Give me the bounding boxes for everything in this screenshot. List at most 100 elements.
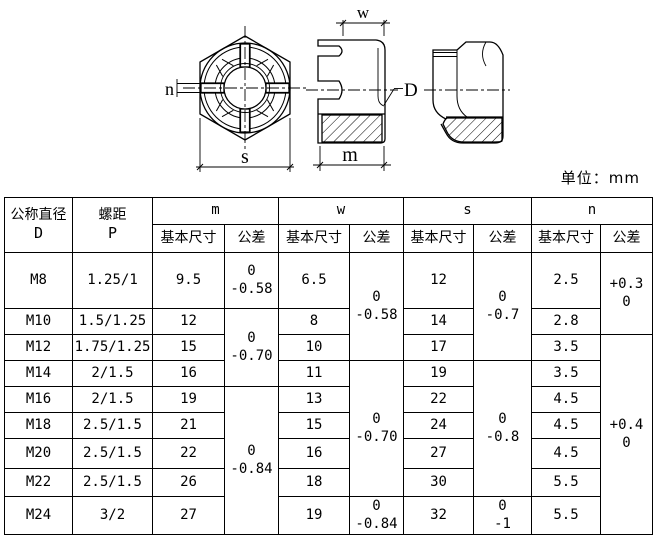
cell-diameter: M16 [4, 386, 73, 413]
cell-pitch: 2/1.5 [72, 386, 153, 413]
front-view: n s [165, 26, 307, 172]
cell-w-basic: 16 [278, 438, 350, 469]
header-group-m: m [152, 197, 279, 225]
header-m-basic: 基本尺寸 [152, 224, 225, 253]
cell-s-basic: 14 [403, 308, 474, 335]
cell-s-tolerance: 0 -0.8 [473, 360, 532, 497]
cell-pitch: 2/1.5 [72, 360, 153, 387]
header-pitch-title: 螺距 [98, 206, 127, 223]
header-w-tolerance: 公差 [349, 224, 404, 253]
cell-w-tolerance: 0 -0.58 [349, 252, 404, 361]
unit-label: 单位：mm [560, 169, 640, 187]
dimension-m: m [313, 144, 391, 171]
cell-n-basic: 4.5 [531, 412, 601, 439]
cell-n-tolerance: +0.4 0 [600, 334, 653, 535]
dim-label-s: s [241, 146, 249, 168]
header-w-basic: 基本尺寸 [278, 224, 350, 253]
cell-w-basic: 8 [278, 308, 350, 335]
cell-w-basic: 13 [278, 386, 350, 413]
cell-s-tolerance: 0 -1 [473, 496, 532, 535]
section-view: w D m [306, 3, 418, 171]
cell-pitch: 2.5/1.5 [72, 438, 153, 469]
cell-s-basic: 32 [403, 496, 474, 535]
cell-m-basic: 15 [152, 334, 225, 361]
cell-w-basic: 10 [278, 334, 350, 361]
cell-diameter: M18 [4, 412, 73, 439]
cell-m-basic: 12 [152, 308, 225, 335]
cell-m-basic: 27 [152, 496, 225, 535]
cell-n-basic: 3.5 [531, 334, 601, 361]
thread-hatch [442, 117, 503, 143]
dimension-n: n [165, 79, 200, 99]
cell-n-basic: 4.5 [531, 386, 601, 413]
cell-s-basic: 22 [403, 386, 474, 413]
cell-diameter: M12 [4, 334, 73, 361]
cell-w-tolerance: 0 -0.70 [349, 360, 404, 497]
technical-drawing: n s [165, 3, 510, 172]
header-diameter-title: 公称直径 [10, 206, 67, 223]
cell-s-tolerance: 0 -0.7 [473, 252, 532, 361]
cell-m-basic: 16 [152, 360, 225, 387]
header-pitch-symbol: P [107, 224, 118, 243]
header-pitch: 螺距 P [72, 197, 153, 253]
cell-s-basic: 27 [403, 438, 474, 469]
cell-pitch: 3/2 [72, 496, 153, 535]
cell-m-tolerance: 0 -0.84 [224, 386, 279, 535]
table-row: M14 2/1.5 16 11 0 -0.70 19 0 -0.8 3.5 [4, 360, 653, 497]
table-row: M20 2.5/1.5 22 16 27 4.5 [4, 438, 653, 469]
cell-diameter: M24 [4, 496, 73, 535]
table-row: M8 1.25/1 9.5 0 -0.58 6.5 0 -0.58 12 0 -… [4, 252, 653, 361]
cell-s-basic: 17 [403, 334, 474, 361]
cell-m-basic: 21 [152, 412, 225, 439]
cell-n-basic: 3.5 [531, 360, 601, 387]
dim-label-n: n [165, 79, 174, 99]
table-row: M10 1.5/1.25 12 0 -0.70 8 14 2.8 [4, 308, 653, 387]
cell-n-basic: 4.5 [531, 438, 601, 469]
header-diameter: 公称直径 D [4, 197, 73, 253]
cell-n-basic: 2.5 [531, 252, 601, 309]
cell-w-basic: 6.5 [278, 252, 350, 309]
header-s-tolerance: 公差 [473, 224, 532, 253]
cell-diameter: M8 [4, 252, 73, 309]
table-row: M12 1.75/1.25 15 10 17 3.5 +0.4 0 [4, 334, 653, 535]
table-row: M22 2.5/1.5 26 18 30 5.5 [4, 468, 653, 497]
table-row: M16 2/1.5 19 0 -0.84 13 22 4.5 [4, 386, 653, 535]
header-group-w: w [278, 197, 404, 225]
cell-diameter: M10 [4, 308, 73, 335]
header-m-tolerance: 公差 [224, 224, 279, 253]
cell-pitch: 2.5/1.5 [72, 412, 153, 439]
cell-n-tolerance: +0.3 0 [600, 252, 653, 335]
table-row: M18 2.5/1.5 21 15 24 4.5 [4, 412, 653, 439]
cell-n-basic: 5.5 [531, 496, 601, 535]
header-n-tolerance: 公差 [600, 224, 653, 253]
header-s-basic: 基本尺寸 [403, 224, 474, 253]
spec-table: 公称直径 D 螺距 P m w s n 基本尺寸 公差 基本尺寸 公差 基本尺寸… [4, 197, 653, 535]
header-diameter-symbol: D [33, 224, 44, 243]
cell-pitch: 1.25/1 [72, 252, 153, 309]
cell-pitch: 1.5/1.25 [72, 308, 153, 335]
cell-n-basic: 2.8 [531, 308, 601, 335]
header-group-s: s [403, 197, 532, 225]
cell-diameter: M20 [4, 438, 73, 469]
side-view [424, 41, 510, 144]
header-group-n: n [531, 197, 653, 225]
header-n-basic: 基本尺寸 [531, 224, 601, 253]
cell-s-basic: 30 [403, 468, 474, 497]
dimension-s: s [196, 118, 294, 172]
cell-w-basic: 15 [278, 412, 350, 439]
cell-s-basic: 19 [403, 360, 474, 387]
table-row: M24 3/2 27 19 0 -0.84 32 0 -1 5.5 [4, 496, 653, 535]
cell-m-basic: 9.5 [152, 252, 225, 309]
dim-label-w: w [357, 3, 370, 22]
cell-m-tolerance: 0 -0.58 [224, 252, 279, 309]
cell-w-basic: 18 [278, 468, 350, 497]
cell-pitch: 2.5/1.5 [72, 468, 153, 497]
cell-n-basic: 5.5 [531, 468, 601, 497]
cell-m-basic: 26 [152, 468, 225, 497]
cell-m-basic: 22 [152, 438, 225, 469]
cell-m-tolerance: 0 -0.70 [224, 308, 279, 387]
cell-w-tolerance: 0 -0.84 [349, 496, 404, 535]
cell-m-basic: 19 [152, 386, 225, 413]
cell-w-basic: 19 [278, 496, 350, 535]
